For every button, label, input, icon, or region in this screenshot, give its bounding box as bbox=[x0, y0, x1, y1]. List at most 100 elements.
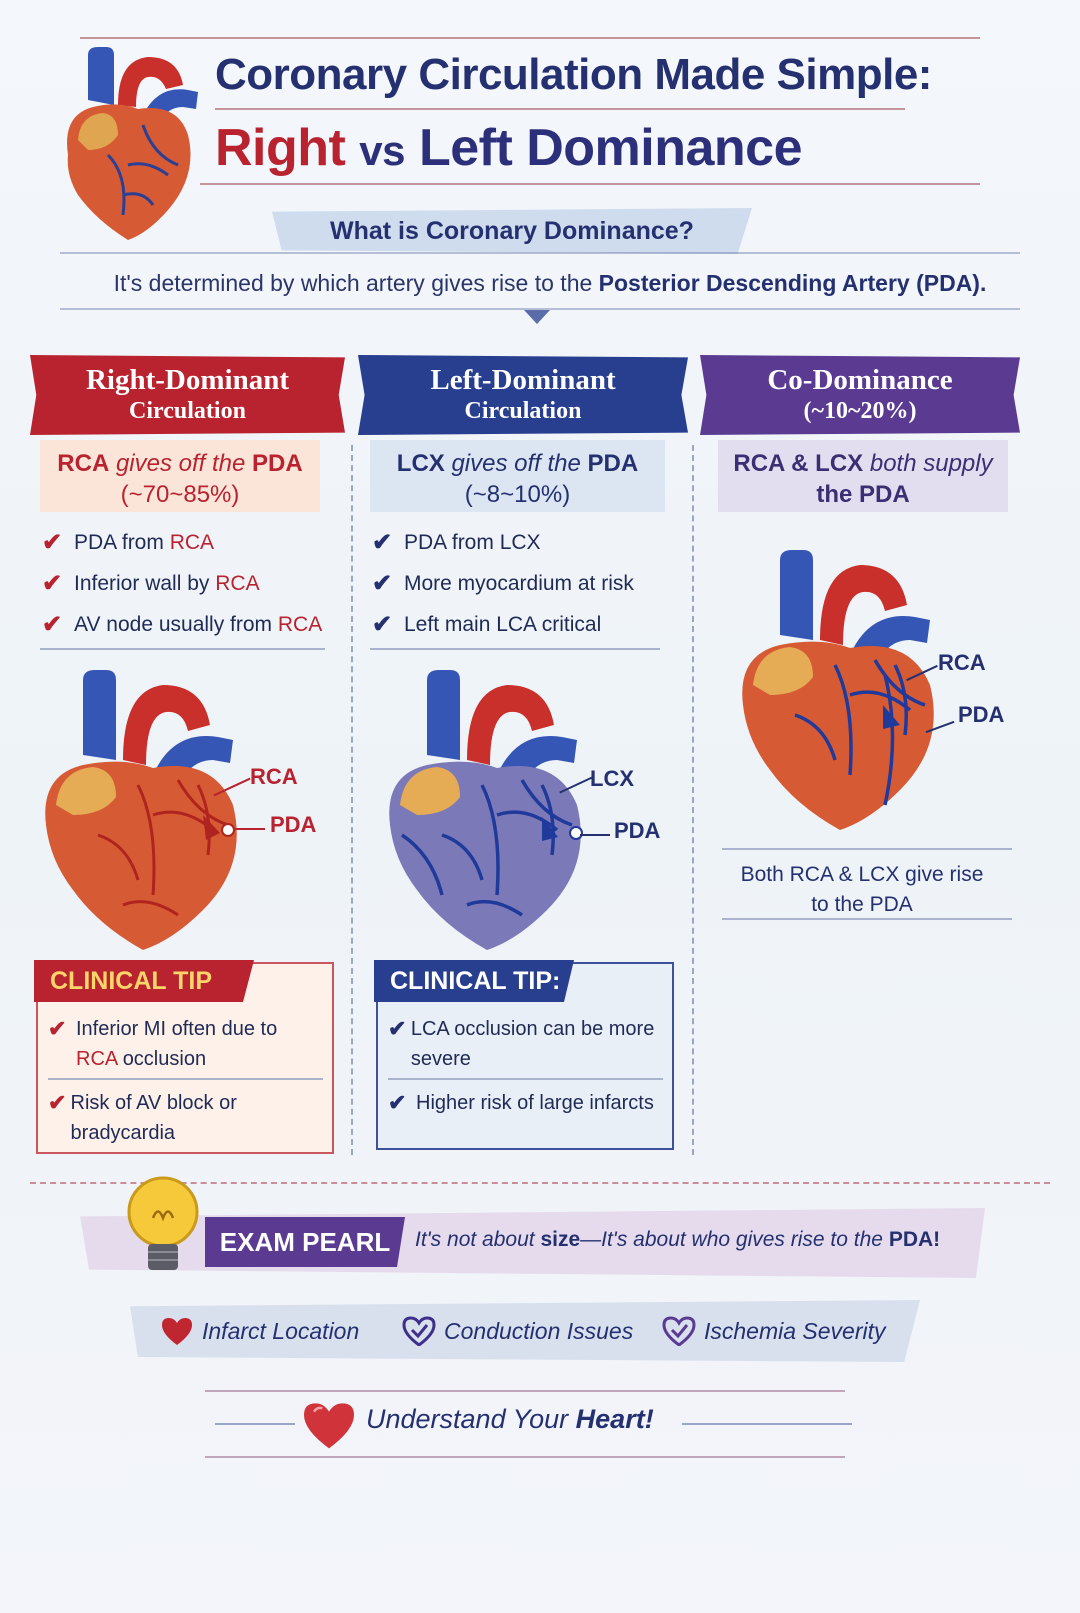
definition-text: It's determined by which artery gives ri… bbox=[90, 270, 1010, 297]
heart-check-icon bbox=[662, 1316, 696, 1346]
right-check-1: ✔PDA from RCA bbox=[42, 529, 215, 556]
right-tip-2: ✔ Risk of AV block or bradycardia bbox=[48, 1088, 293, 1148]
co-subtitle-box: RCA & LCX both supply the PDA bbox=[718, 440, 1008, 512]
left-banner-line1: Left-Dominant bbox=[430, 364, 616, 396]
lightbulb-icon bbox=[127, 1176, 199, 1270]
co-divider-top bbox=[722, 848, 1012, 850]
right-sub-artery: RCA bbox=[57, 450, 110, 477]
title-underline bbox=[215, 108, 905, 110]
title-left-words: Left Dominance bbox=[418, 119, 803, 177]
left-check-2: ✔More myocardium at risk bbox=[372, 570, 634, 597]
tags-band bbox=[130, 1300, 920, 1362]
tag-ischemia-severity: Ischemia Severity bbox=[662, 1316, 886, 1346]
right-divider bbox=[40, 648, 325, 650]
right-tip-heading: CLINICAL TIP bbox=[34, 960, 254, 1002]
definition-pre: It's determined by which artery gives ri… bbox=[113, 270, 593, 296]
column-separator-1 bbox=[351, 445, 353, 1155]
right-label-rca: RCA bbox=[250, 764, 298, 789]
co-dominance-banner: Co-Dominance (~10~20%) bbox=[700, 355, 1020, 435]
check-icon: ✔ bbox=[42, 529, 63, 556]
footer-text: Understand Your Heart! bbox=[366, 1404, 654, 1434]
right-check-3: ✔AV node usually from RCA bbox=[42, 611, 323, 638]
heart-check-icon bbox=[402, 1316, 436, 1346]
co-sub-bold: RCA & LCX bbox=[733, 450, 864, 477]
pda-pointer-left bbox=[580, 834, 610, 836]
left-subtitle-box: LCX gives off the PDA (~8~10%) bbox=[370, 440, 665, 512]
check-icon: ✔ bbox=[48, 1090, 67, 1115]
page-title-line2: Right vs Left Dominance bbox=[215, 118, 803, 178]
co-caption: Both RCA & LCX give rise to the PDA bbox=[740, 863, 984, 916]
co-label-rca: RCA bbox=[938, 650, 986, 675]
left-sub-pda: PDA bbox=[587, 450, 639, 477]
left-label-pda: PDA bbox=[614, 818, 661, 843]
check-icon: ✔ bbox=[372, 611, 393, 638]
heart-illustration-header bbox=[67, 47, 198, 240]
title-bottom-rule bbox=[200, 183, 980, 185]
title-right-word: Right bbox=[215, 119, 346, 177]
exam-pearl-tag: EXAM PEARL bbox=[205, 1217, 405, 1267]
section-dashed-rule bbox=[30, 1182, 1050, 1184]
left-label-lcx: LCX bbox=[590, 766, 634, 791]
right-dominant-banner: Right-Dominant Circulation bbox=[30, 355, 345, 435]
right-check-2: ✔Inferior wall by RCA bbox=[42, 570, 260, 597]
title-vs-word: vs bbox=[359, 127, 406, 174]
heart-illustration-co-dominance bbox=[742, 550, 934, 830]
left-sub-artery: LCX bbox=[396, 450, 445, 477]
co-sub-text: both supply bbox=[869, 450, 993, 477]
top-rule bbox=[80, 37, 980, 39]
footer-bottom-rule bbox=[205, 1456, 845, 1458]
check-icon: ✔ bbox=[388, 1016, 407, 1041]
definition-bold: Posterior Descending Artery (PDA). bbox=[598, 270, 987, 296]
right-banner-line1: Right-Dominant bbox=[85, 364, 289, 396]
tag-conduction-issues: Conduction Issues bbox=[402, 1316, 633, 1346]
check-icon: ✔ bbox=[42, 570, 63, 597]
co-sub-pda: the PDA bbox=[816, 481, 910, 508]
co-banner-line2: (~10~20%) bbox=[803, 398, 917, 424]
right-sub-text: gives off the bbox=[115, 450, 246, 477]
left-tip-divider bbox=[388, 1078, 663, 1080]
heart-icon bbox=[162, 1318, 192, 1345]
left-tip-2: ✔ Higher risk of large infarcts bbox=[388, 1088, 668, 1118]
left-dominant-banner: Left-Dominant Circulation bbox=[358, 355, 688, 435]
right-sub-pct: (~70~85%) bbox=[120, 481, 240, 508]
question-banner: What is Coronary Dominance? bbox=[272, 208, 752, 254]
right-tip-divider bbox=[48, 1078, 323, 1080]
down-arrow-icon bbox=[524, 310, 550, 324]
page-title-line1: Coronary Circulation Made Simple: bbox=[215, 50, 932, 99]
check-icon: ✔ bbox=[42, 611, 63, 638]
exam-pearl-text: It's not about size—It's about who gives… bbox=[415, 1228, 941, 1251]
check-icon: ✔ bbox=[388, 1090, 407, 1115]
right-subtitle-box: RCA gives off the PDA (~70~85%) bbox=[40, 440, 320, 512]
left-banner-line2: Circulation bbox=[464, 398, 582, 424]
footer-left-rule bbox=[215, 1423, 295, 1425]
right-check-list: ✔PDA from RCA ✔Inferior wall by RCA ✔AV … bbox=[42, 522, 322, 645]
left-check-list: ✔PDA from LCX ✔More myocardium at risk ✔… bbox=[372, 522, 634, 645]
left-tip-heading: CLINICAL TIP: bbox=[374, 960, 574, 1002]
left-divider bbox=[370, 648, 660, 650]
right-banner-line2: Circulation bbox=[129, 398, 246, 424]
left-check-3: ✔Left main LCA critical bbox=[372, 611, 602, 638]
left-check-1: ✔PDA from LCX bbox=[372, 529, 541, 556]
pda-pointer bbox=[235, 828, 265, 830]
right-sub-pda: PDA bbox=[252, 450, 303, 477]
footer-top-rule bbox=[205, 1390, 845, 1392]
question-rule bbox=[60, 252, 1020, 254]
heart-illustration-left-dominant bbox=[389, 670, 583, 950]
heart-illustration-right-dominant bbox=[45, 670, 237, 950]
tag-infarct-location: Infarct Location bbox=[160, 1316, 359, 1346]
co-banner-line1: Co-Dominance bbox=[767, 364, 953, 396]
check-icon: ✔ bbox=[48, 1016, 67, 1041]
footer-right-rule bbox=[682, 1423, 852, 1425]
check-icon: ✔ bbox=[372, 570, 393, 597]
definition-rule bbox=[60, 308, 1020, 310]
column-separator-2 bbox=[692, 445, 694, 1155]
left-sub-pct: (~8~10%) bbox=[464, 481, 571, 508]
co-divider-bottom bbox=[722, 918, 1012, 920]
check-icon: ✔ bbox=[372, 529, 393, 556]
left-tip-1: ✔ LCA occlusion can be more severe bbox=[388, 1014, 663, 1074]
right-label-pda: PDA bbox=[270, 812, 317, 837]
heart-icon bbox=[304, 1403, 354, 1449]
co-label-pda: PDA bbox=[958, 702, 1005, 727]
